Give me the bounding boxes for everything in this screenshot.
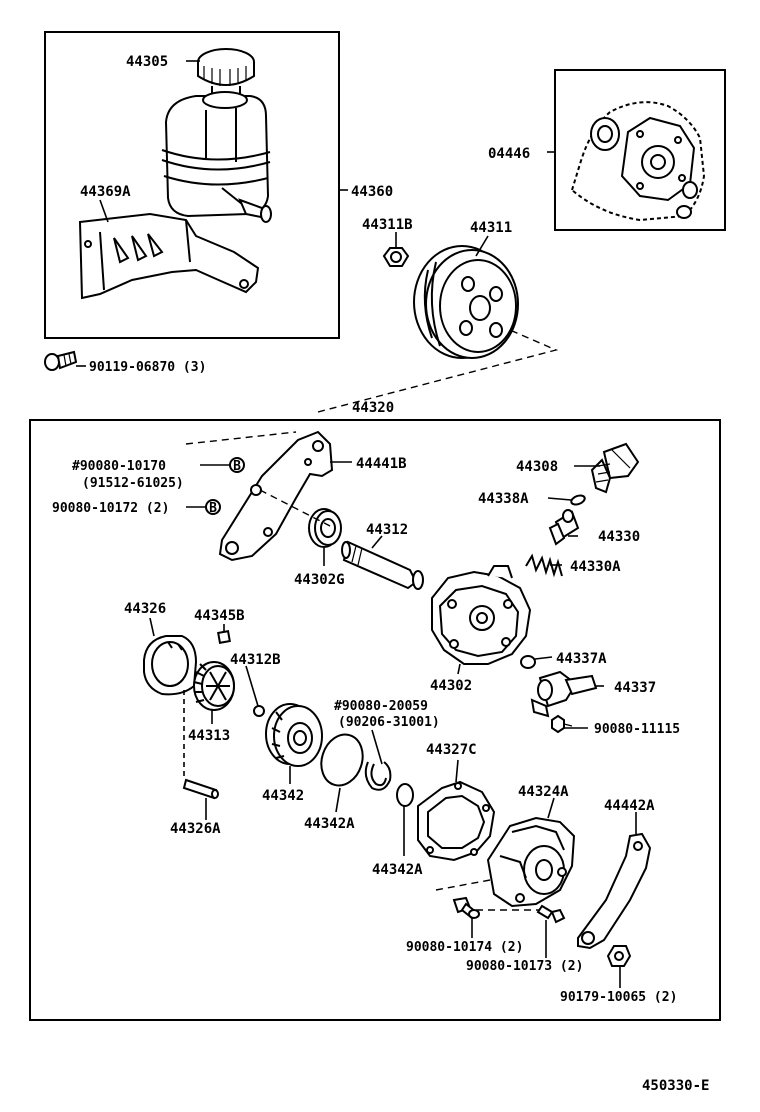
marker-b-upper-text: B (233, 459, 241, 474)
label-44305: 44305 (126, 54, 168, 70)
reservoir-assembly-box (44, 31, 340, 339)
label-44442a: 44442A (604, 798, 655, 814)
leader-lines (76, 60, 637, 988)
o-ring-44337a-drawing (520, 655, 536, 669)
label-90080-11115: 90080-11115 (594, 722, 680, 737)
label-44320: 44320 (352, 400, 394, 416)
union-fitting-drawing (590, 442, 640, 494)
adjusting-bar-drawing (577, 832, 652, 950)
bolt-90080-11115-drawing (551, 714, 573, 734)
label-91512-61025: (91512-61025) (82, 476, 184, 491)
pulley-nut-drawing (382, 247, 410, 267)
drawing-number: 450330-E (642, 1078, 709, 1094)
label-44313: 44313 (188, 728, 230, 744)
reservoir-bracket-drawing (78, 212, 260, 300)
flow-control-valve-drawing (548, 509, 580, 546)
label-90179-10065: 90179-10065 (2) (560, 990, 677, 1005)
label-44326: 44326 (124, 601, 166, 617)
pump-bracket-drawing (218, 430, 334, 562)
oil-seal-44302g-drawing (308, 508, 342, 548)
pump-assembly-box (29, 419, 721, 1021)
label-90080-10170: #90080-10170 (72, 459, 166, 474)
label-44326a: 44326A (170, 821, 221, 837)
pulley-drawing (413, 245, 519, 359)
o-ring-44338a-drawing (570, 494, 586, 506)
dowel-pin-drawing (182, 778, 219, 800)
valve-spring-drawing (525, 553, 563, 578)
label-44441b: 44441B (356, 456, 407, 472)
label-44330a: 44330A (570, 559, 621, 575)
label-44330: 44330 (598, 529, 640, 545)
shaft-drawing (341, 540, 424, 590)
label-44342: 44342 (262, 788, 304, 804)
marker-b-upper: B (229, 457, 245, 474)
pin-44312b-drawing (253, 705, 265, 717)
o-ring-44342a-small-drawing (396, 783, 414, 807)
label-90080-10173: 90080-10173 (2) (466, 959, 583, 974)
label-90080-10172: 90080-10172 (2) (52, 501, 169, 516)
nut-90179-drawing (606, 945, 632, 967)
gasket-kit-box (554, 69, 726, 231)
o-ring-44342a-large-drawing (320, 733, 364, 787)
label-44324a: 44324A (518, 784, 569, 800)
part-labels: 44305 44369A 44360 04446 44311B 44311 90… (52, 54, 709, 1094)
suction-port-drawing (530, 670, 598, 718)
label-44342a-2: 44342A (372, 862, 423, 878)
label-44327c: 44327C (426, 742, 477, 758)
label-44312: 44312 (366, 522, 408, 538)
gasket-44327c-drawing (417, 780, 496, 862)
label-90080-10174: 90080-10174 (2) (406, 940, 523, 955)
snap-ring-drawing (364, 761, 392, 791)
bearing-drawing (265, 703, 323, 767)
label-44337: 44337 (614, 680, 656, 696)
dashed-alignment-lines (185, 329, 559, 911)
label-44337a: 44337A (556, 651, 607, 667)
label-04446: 04446 (488, 146, 530, 162)
bolt-90119-drawing (44, 350, 78, 371)
rear-housing-drawing (486, 816, 576, 908)
label-44360: 44360 (351, 184, 393, 200)
label-44312b: 44312B (230, 652, 281, 668)
label-44311: 44311 (470, 220, 512, 236)
label-44369a: 44369A (80, 184, 131, 200)
pump-body-drawing (431, 565, 532, 665)
label-90119-06870: 90119-06870 (3) (89, 360, 206, 375)
reservoir-tank-drawing (161, 91, 272, 223)
label-44308: 44308 (516, 459, 558, 475)
gasket-kit-drawing (570, 101, 706, 222)
label-90206-31001: (90206-31001) (338, 715, 440, 730)
label-44302: 44302 (430, 678, 472, 694)
label-44342a-1: 44342A (304, 816, 355, 832)
cam-ring-drawing (143, 635, 198, 696)
label-44338a: 44338A (478, 491, 529, 507)
label-44311b: 44311B (362, 217, 413, 233)
rotor-drawing (193, 661, 235, 711)
label-90080-20059: #90080-20059 (334, 699, 428, 714)
bolt-90080-10174-drawing (452, 896, 480, 920)
label-44345b: 44345B (194, 608, 245, 624)
marker-b-lower: B (205, 499, 221, 516)
label-44302g: 44302G (294, 572, 345, 588)
marker-b-lower-text: B (209, 501, 217, 516)
bolt-90080-10173-drawing (536, 904, 566, 924)
vane-44345b-drawing (217, 630, 231, 644)
